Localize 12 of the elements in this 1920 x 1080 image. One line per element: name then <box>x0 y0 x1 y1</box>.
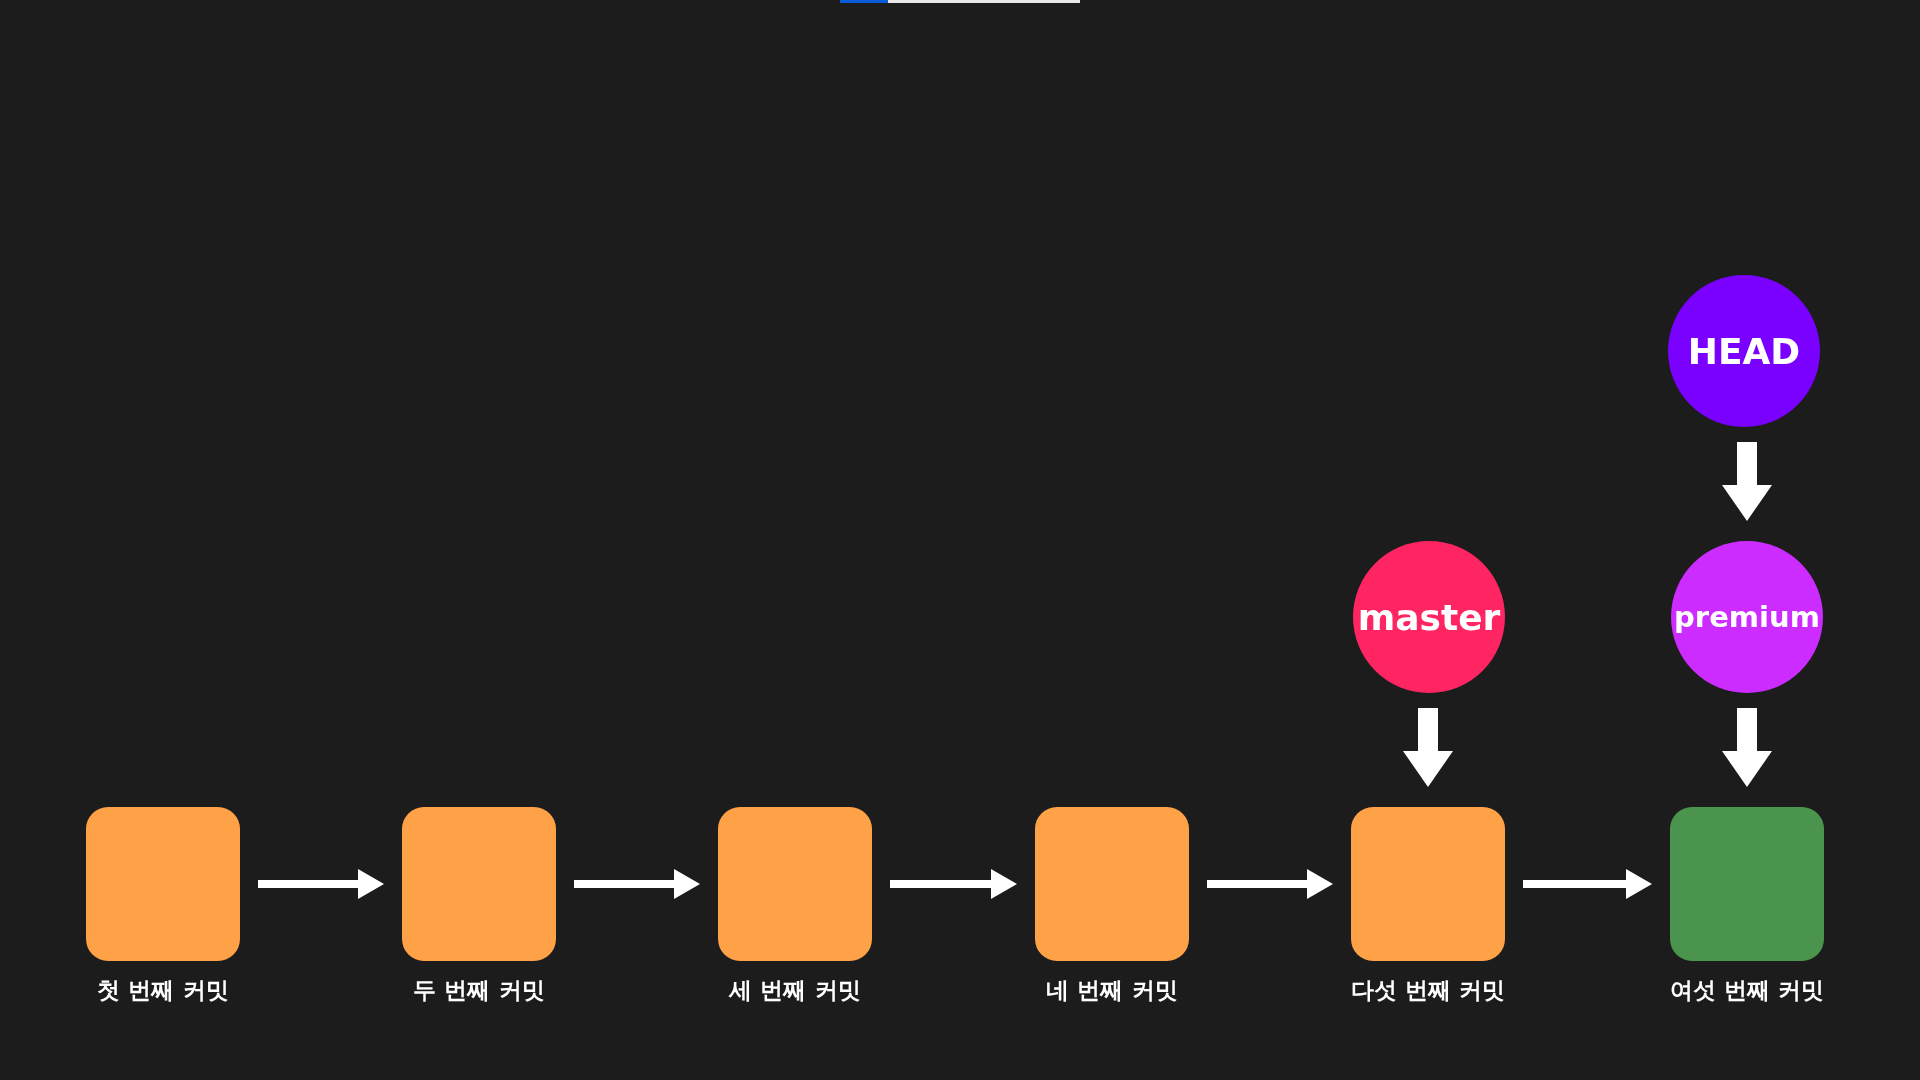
pointer-label: master <box>1357 596 1501 638</box>
commit-label: 세 번째 커밋 <box>729 976 861 1005</box>
commit-label: 다섯 번째 커밋 <box>1351 976 1505 1005</box>
commit-label: 네 번째 커밋 <box>1046 976 1178 1005</box>
commit-label: 여섯 번째 커밋 <box>1670 976 1824 1005</box>
commit-label: 첫 번째 커밋 <box>97 976 229 1005</box>
commit-label: 두 번째 커밋 <box>413 976 545 1005</box>
arrow <box>1722 708 1772 787</box>
arrow <box>1403 708 1453 787</box>
pointer-label: HEAD <box>1687 330 1801 372</box>
arrow <box>1722 442 1772 521</box>
pointer-label: premium <box>1674 600 1820 634</box>
